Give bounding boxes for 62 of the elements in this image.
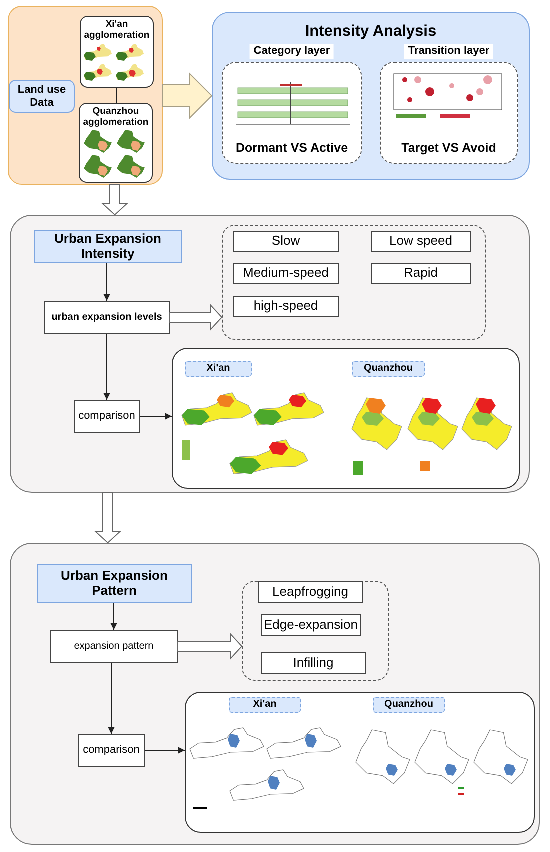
panel-title: Intensity Analysis	[305, 23, 437, 41]
city-tag	[185, 361, 252, 377]
box-label: Medium-speed	[243, 266, 329, 281]
section-panel	[10, 543, 540, 845]
heading-box	[34, 230, 182, 263]
box-label: Low speed	[390, 234, 452, 249]
arrow	[104, 262, 110, 302]
dashed-group	[242, 581, 389, 681]
panel-heading: Category layer	[250, 44, 334, 59]
map-title: Xi'an agglomeration	[83, 20, 151, 42]
panel-caption: Dormant VS Active	[234, 140, 350, 155]
city-tag	[373, 697, 445, 713]
category-box	[233, 296, 339, 317]
block-arrow	[102, 184, 128, 216]
block-arrow	[94, 492, 122, 544]
category-box	[371, 231, 471, 252]
category-box	[233, 263, 339, 284]
box-label: Edge-expansion	[264, 618, 358, 632]
box-label: Urban Expansion Pattern	[60, 568, 169, 598]
city-tag	[229, 697, 301, 713]
arrow	[110, 602, 118, 630]
data-box	[9, 80, 75, 113]
box-label: Xi'an	[206, 363, 230, 375]
connector-line	[116, 88, 117, 104]
box-label: Land use Data	[16, 84, 68, 110]
category-box	[233, 231, 339, 252]
process-box	[74, 400, 140, 433]
group-panel	[8, 6, 163, 185]
section-panel	[10, 215, 530, 493]
arrow	[140, 413, 172, 420]
category-box	[261, 652, 366, 674]
category-box	[371, 263, 471, 284]
box-label: Rapid	[404, 266, 438, 281]
box-label: Quanzhou	[364, 363, 413, 375]
box-label: Urban Expansion Intensity	[54, 232, 162, 262]
map-title: Quanzhou agglomeration	[82, 107, 150, 129]
category-box	[261, 614, 361, 636]
block-arrow	[170, 304, 223, 331]
arrow	[144, 747, 186, 754]
block-arrow	[178, 633, 243, 660]
panel-heading: Transition layer	[404, 44, 494, 59]
process-box	[78, 734, 145, 767]
box-label: urban expansion levels	[52, 312, 162, 324]
panel-caption: Target VS Avoid	[400, 140, 498, 155]
box-label: Xi'an	[253, 699, 277, 711]
process-box	[44, 301, 170, 334]
box-label: expansion pattern	[74, 640, 154, 652]
box-label: high-speed	[254, 299, 318, 314]
box-label: Infilling	[293, 656, 334, 670]
block-arrow	[162, 72, 213, 120]
heading-box	[37, 564, 192, 603]
box-label: Leapfrogging	[272, 584, 348, 600]
box-label: comparison	[83, 744, 140, 757]
process-box	[50, 630, 178, 663]
arrow	[108, 662, 115, 734]
dashed-group	[222, 225, 486, 340]
box-label: comparison	[78, 410, 136, 423]
arrow	[104, 334, 110, 400]
city-tag	[352, 361, 425, 377]
box-label: Slow	[272, 234, 300, 249]
category-box	[258, 581, 363, 603]
box-label: Quanzhou	[384, 699, 434, 711]
